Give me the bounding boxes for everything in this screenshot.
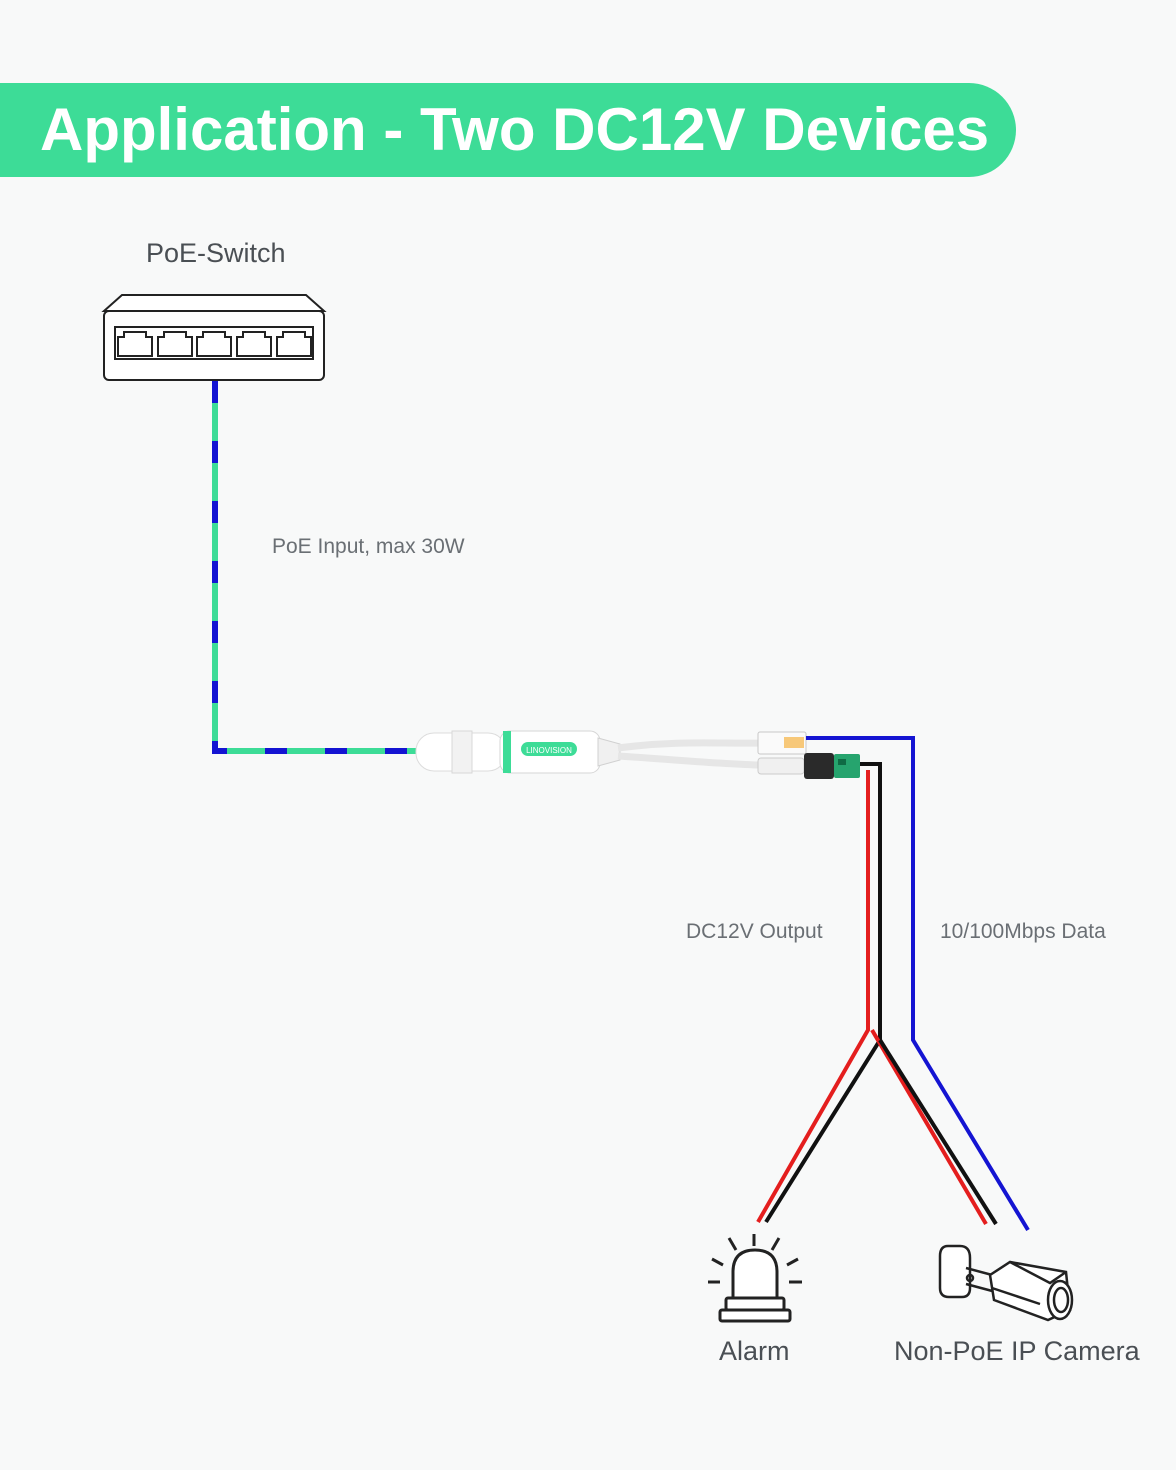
data-line — [806, 736, 1030, 1232]
poe-input-label: PoE Input, max 30W — [272, 535, 465, 558]
title-banner: Application - Two DC12V Devices — [0, 83, 1016, 177]
camera-label: Non-PoE IP Camera — [894, 1336, 1140, 1366]
alarm-label: Alarm — [719, 1336, 790, 1366]
switch-label: PoE-Switch — [146, 238, 286, 268]
bullet-camera-icon — [938, 1244, 1074, 1322]
poe-splitter-icon: LINOVISION — [415, 730, 860, 779]
dc-output-cable — [756, 762, 998, 1226]
splitter-brand: LINOVISION — [526, 746, 572, 755]
alarm-beacon-icon — [708, 1234, 802, 1323]
poe-input-cable — [212, 381, 418, 754]
page-title: Application - Two DC12V Devices — [40, 96, 990, 163]
data-label: 10/100Mbps Data — [940, 920, 1106, 943]
dc-output-label: DC12V Output — [686, 920, 823, 943]
network-switch-icon — [101, 294, 327, 381]
